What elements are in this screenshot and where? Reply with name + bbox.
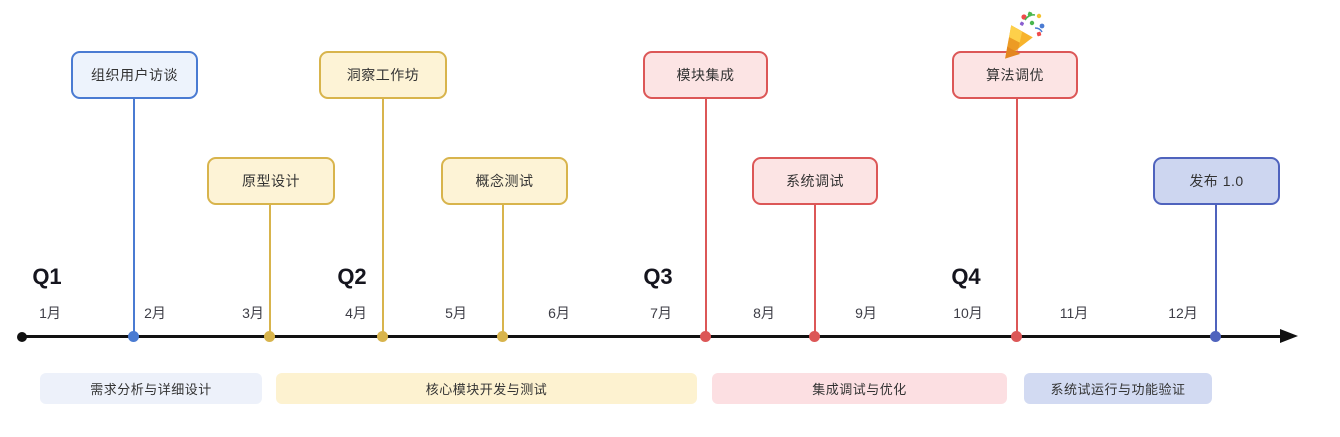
milestone-dot <box>128 331 139 342</box>
milestone-dot <box>497 331 508 342</box>
milestone-label: 发布 1.0 <box>1189 173 1244 189</box>
phase-bar: 系统试运行与功能验证 <box>1024 373 1212 404</box>
milestone-stem <box>133 99 135 337</box>
month-label: 4月 <box>345 305 367 321</box>
month-label: 12月 <box>1168 305 1198 321</box>
milestone-box: 组织用户访谈 <box>71 51 198 99</box>
milestone-stem <box>814 205 816 337</box>
milestone-box: 系统调试 <box>752 157 878 205</box>
milestone-label: 组织用户访谈 <box>91 67 178 83</box>
milestone-label: 算法调优 <box>986 67 1044 83</box>
milestone-stem <box>705 99 707 337</box>
phase-bar: 集成调试与优化 <box>712 373 1007 404</box>
milestone-stem <box>1016 99 1018 337</box>
phase-label: 集成调试与优化 <box>812 382 907 397</box>
party-popper-emoji <box>1005 11 1045 59</box>
timeline-arrow-icon <box>1280 329 1298 343</box>
quarter-label: Q4 <box>951 264 981 289</box>
milestone-dot <box>809 331 820 342</box>
milestone-box: 模块集成 <box>643 51 768 99</box>
month-label: 3月 <box>242 305 264 321</box>
milestone-dot <box>264 331 275 342</box>
phase-label: 需求分析与详细设计 <box>90 382 212 397</box>
milestone-stem <box>269 205 271 337</box>
month-label: 10月 <box>953 305 983 321</box>
month-label: 2月 <box>144 305 166 321</box>
phase-label: 系统试运行与功能验证 <box>1050 382 1186 397</box>
milestone-box: 原型设计 <box>207 157 335 205</box>
milestone-box: 算法调优 <box>952 11 1078 99</box>
milestone-label: 系统调试 <box>786 173 844 189</box>
milestone-stem <box>1215 205 1217 337</box>
milestone-box: 洞察工作坊 <box>319 51 447 99</box>
phase-bar: 核心模块开发与测试 <box>276 373 697 404</box>
phase-label: 核心模块开发与测试 <box>425 382 548 397</box>
milestone-box: 概念测试 <box>441 157 568 205</box>
quarter-label: Q2 <box>337 264 367 289</box>
month-label: 5月 <box>445 305 467 321</box>
milestone-dot <box>1011 331 1022 342</box>
milestone-label: 模块集成 <box>676 67 735 83</box>
timeline-axis-line <box>22 335 1282 338</box>
quarter-label: Q1 <box>32 264 62 289</box>
milestone-stem <box>502 205 504 337</box>
phase-bar: 需求分析与详细设计 <box>40 373 262 404</box>
milestone-dot <box>700 331 711 342</box>
month-label: 11月 <box>1059 305 1089 321</box>
milestone-dot <box>377 331 388 342</box>
month-label: 6月 <box>548 305 570 321</box>
quarter-label: Q3 <box>643 264 673 289</box>
milestone-box: 发布 1.0 <box>1153 157 1280 205</box>
milestone-label: 原型设计 <box>242 173 300 189</box>
month-label: 1月 <box>39 305 61 321</box>
milestone-label: 洞察工作坊 <box>346 67 420 83</box>
month-label: 7月 <box>650 305 672 321</box>
milestone-stem <box>382 99 384 337</box>
timeline-start-dot <box>17 332 27 342</box>
milestone-dot <box>1210 331 1221 342</box>
month-label: 8月 <box>753 305 775 321</box>
month-label: 9月 <box>855 305 877 321</box>
milestone-label: 概念测试 <box>475 173 534 189</box>
